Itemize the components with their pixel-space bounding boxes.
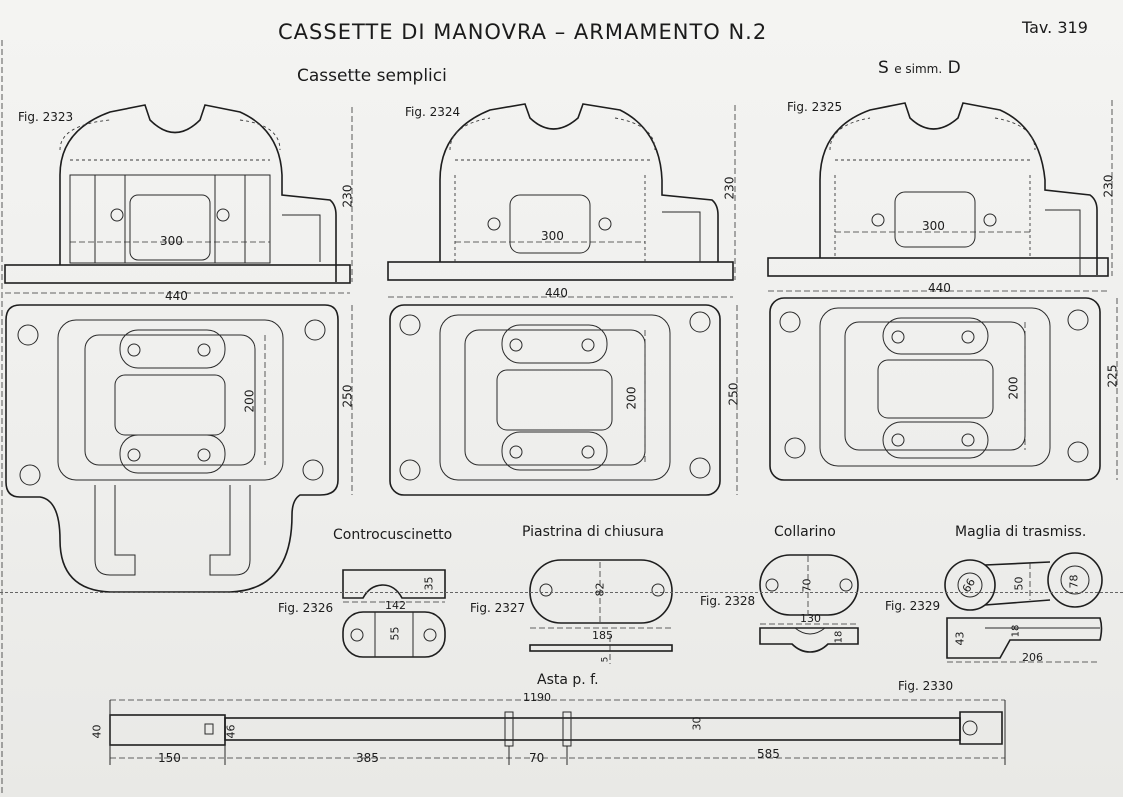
- fig-2327-label: Fig. 2327: [470, 601, 526, 615]
- fig-2328-dim-b: 130: [800, 612, 821, 625]
- subtitle-right-middle: e simm.: [894, 62, 943, 76]
- fig-2328-title: Collarino: [774, 524, 836, 540]
- fig-2330-seg-3: 70: [529, 751, 545, 765]
- sheet-title: CASSETTE DI MANOVRA – ARMAMENTO N.2: [278, 20, 768, 44]
- fig-2325-plan: [769, 297, 1118, 481]
- fig-2325-dim-opening: 300: [922, 219, 945, 233]
- fig-2323-plan: [5, 304, 353, 593]
- fig-2323-dim-opening: 300: [160, 234, 183, 248]
- fig-2328-dim-c: 18: [833, 630, 845, 644]
- fig-2325-dim-width: 440: [928, 281, 951, 295]
- fig-2330-dim-a: 40: [90, 724, 104, 739]
- fig-2327-dim-a: 82: [593, 582, 607, 597]
- fig-2323-dim-inner: 200: [242, 389, 257, 413]
- fig-2324-dim-opening: 300: [541, 229, 564, 243]
- fig-2324-plan: [389, 304, 738, 496]
- subtitle-right-d: D: [947, 58, 961, 78]
- fig-2326-title: Controcuscinetto: [333, 527, 453, 543]
- fig-2325-elevation: [767, 100, 1113, 292]
- fig-2323-label: Fig. 2323: [18, 110, 74, 124]
- fig-2329-title: Maglia di trasmiss.: [955, 524, 1087, 540]
- subtitle-left: Cassette semplici: [297, 66, 447, 86]
- fig-2329-dim-b: 50: [1012, 576, 1026, 591]
- fig-2329-dim-e: 18: [1010, 624, 1022, 638]
- fig-2323-elevation: [4, 104, 353, 294]
- fig-2324-elevation: [387, 103, 736, 298]
- fig-2323-dim-width: 440: [165, 289, 188, 303]
- fig-2330-title: Asta p. f.: [537, 672, 599, 688]
- fig-2330-dim-c: 30: [690, 716, 704, 731]
- fig-2329-dim-c: 78: [1067, 574, 1081, 589]
- fig-2326-label: Fig. 2326: [278, 601, 334, 615]
- fig-2327-title: Piastrina di chiusura: [522, 524, 664, 540]
- fig-2326-dim-a: 35: [422, 576, 436, 591]
- fig-2324-dim-inner: 200: [624, 386, 639, 410]
- fig-2330-seg-2: 385: [356, 751, 379, 765]
- fig-2324-dim-height: 230: [722, 176, 737, 200]
- fig-2324-dim-width: 440: [545, 286, 568, 300]
- subtitle-right-s: S: [878, 58, 889, 78]
- fig-2329-label: Fig. 2329: [885, 599, 941, 613]
- fig-2328-dim-a: 70: [800, 578, 814, 593]
- fig-2329-dim-d: 43: [953, 631, 967, 646]
- fig-2330-rod: [109, 699, 1006, 765]
- fig-2330-seg-4: 585: [757, 747, 780, 761]
- fig-2328-part: [759, 554, 859, 653]
- fig-2325-label: Fig. 2325: [787, 100, 843, 114]
- fig-2326-dim-b: 142: [385, 599, 406, 612]
- fig-2327-dim-c: 5: [600, 656, 611, 663]
- fig-2323-dim-depth: 250: [340, 384, 355, 408]
- fig-2330-dim-total: 1190: [523, 691, 551, 704]
- plate-number: Tav. 319: [1022, 18, 1088, 37]
- fig-2324-label: Fig. 2324: [405, 105, 461, 119]
- fig-2324-dim-depth: 250: [726, 382, 741, 406]
- fig-2323-dim-height: 230: [340, 184, 355, 208]
- fig-2330-dim-b: 46: [224, 724, 238, 739]
- fig-2328-label: Fig. 2328: [700, 594, 756, 608]
- fig-2330-label: Fig. 2330: [898, 679, 954, 693]
- fig-2326-dim-c: 55: [388, 626, 402, 641]
- fig-2325-dim-height: 230: [1101, 174, 1116, 198]
- fig-2329-dim-f: 206: [1022, 651, 1043, 664]
- fig-2327-part: [529, 559, 673, 664]
- fig-2326-part: [342, 569, 446, 658]
- fig-2325-dim-depth: 225: [1105, 364, 1120, 388]
- fig-2330-seg-1: 150: [158, 751, 181, 765]
- subtitle-right: S e simm. D: [878, 60, 961, 77]
- fig-2327-dim-b: 185: [592, 629, 613, 642]
- fig-2329-part: [944, 552, 1103, 663]
- fold-line: [0, 592, 1123, 593]
- fig-2325-dim-inner: 200: [1006, 376, 1021, 400]
